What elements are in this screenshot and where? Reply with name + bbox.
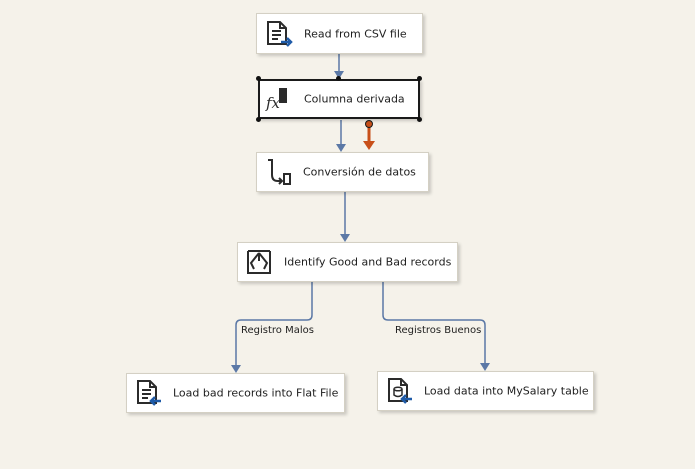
flat-file-destination-icon bbox=[137, 380, 161, 406]
selection-handle-bl[interactable] bbox=[256, 117, 261, 122]
flat-file-source-icon bbox=[267, 20, 293, 47]
data-conversion-node[interactable]: Conversión de datos bbox=[256, 152, 429, 192]
bad-path-label: Registro Malos bbox=[241, 325, 314, 336]
conditional-split-icon bbox=[247, 250, 271, 274]
selection-handle-tr[interactable] bbox=[417, 76, 422, 81]
bad-records-destination-node[interactable]: Load bad records into Flat File bbox=[126, 373, 345, 413]
selection-handle-tm[interactable] bbox=[336, 76, 341, 81]
good-path-label: Registros Buenos bbox=[395, 325, 482, 336]
svg-text:fx: fx bbox=[265, 94, 281, 112]
conditional-split-label: Identify Good and Bad records bbox=[284, 255, 452, 269]
path-split-to-bad[interactable] bbox=[235, 282, 313, 366]
read-csv-label: Read from CSV file bbox=[304, 27, 407, 40]
derived-column-node[interactable]: fx Columna derivada bbox=[258, 79, 420, 119]
derived-column-icon: fx bbox=[265, 88, 287, 112]
ole-db-destination-icon bbox=[388, 378, 412, 404]
derived-column-label: Columna derivada bbox=[304, 92, 405, 106]
conditional-split-node[interactable]: Identify Good and Bad records bbox=[237, 242, 458, 282]
data-conversion-icon bbox=[268, 159, 291, 185]
data-conversion-label: Conversión de datos bbox=[303, 165, 416, 179]
path-split-to-good[interactable] bbox=[382, 282, 486, 364]
selection-handle-br[interactable] bbox=[417, 117, 422, 122]
mysalary-destination-node[interactable]: Load data into MySalary table bbox=[377, 371, 594, 411]
error-output-anchor[interactable] bbox=[365, 120, 373, 128]
read-csv-source-node[interactable]: Read from CSV file bbox=[256, 13, 423, 54]
selection-handle-tl[interactable] bbox=[256, 76, 261, 81]
bad-records-label: Load bad records into Flat File bbox=[173, 386, 339, 400]
mysalary-label: Load data into MySalary table bbox=[424, 384, 589, 398]
